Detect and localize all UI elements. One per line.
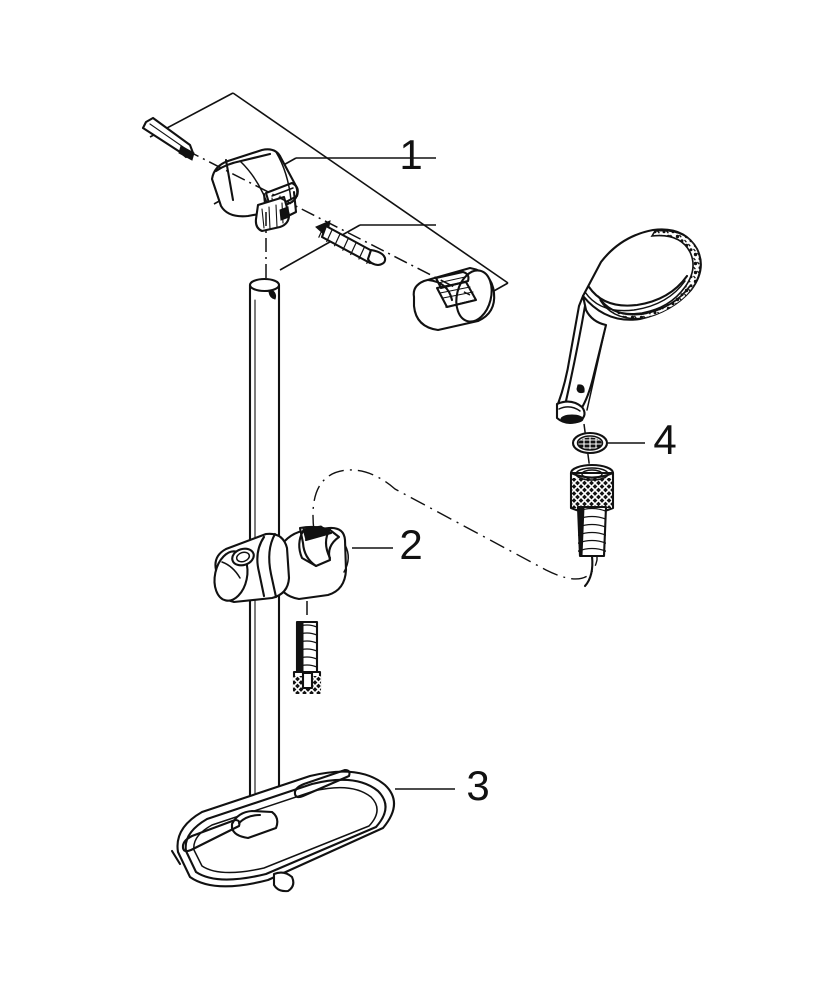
assembly-axis-hose-head [583,423,591,471]
part-hose-coupling-nut [569,463,615,588]
callout-4-number: 4 [653,416,676,463]
callout-2-centerline [312,469,598,580]
callout-1-number: 1 [399,131,422,178]
part-mounting-screw [315,220,387,267]
callout-2-number: 2 [399,521,422,568]
part-hand-shower-head [555,228,702,424]
part-soap-dish [170,768,396,893]
part-sliding-holder [213,525,349,604]
part-wall-plug-dowel [412,266,496,332]
part-wall-mount-bracket [210,148,299,233]
part-holder-set-screw [292,601,322,695]
assembly-axis-wall-kit [185,149,471,296]
part-filter-washer [571,431,609,455]
callout-3-number: 3 [466,762,489,809]
part-hex-allen-key [141,116,195,161]
